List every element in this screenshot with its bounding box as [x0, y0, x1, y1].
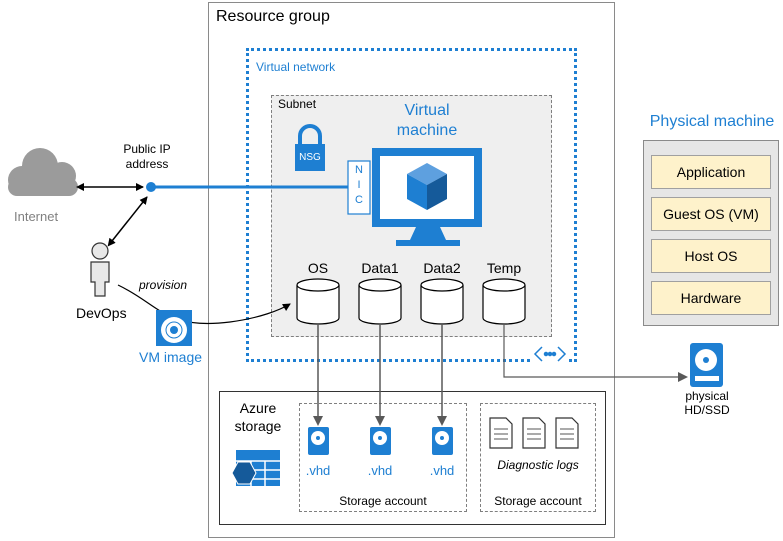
cube-icon: [407, 163, 447, 210]
nic-box: [347, 160, 371, 215]
physical-machine-title: Physical machine: [649, 113, 775, 130]
subnet-title: Subnet: [278, 97, 317, 111]
vnet-connector-icon: [532, 346, 568, 362]
layer-application: Application: [651, 155, 771, 189]
azure-storage-line2: storage: [234, 418, 282, 434]
layer-guest-os: Guest OS (VM): [651, 197, 771, 231]
diagnostic-logs-label: Diagnostic logs: [497, 458, 579, 472]
disk-label-os: OS: [307, 260, 329, 276]
physical-disk-line2: HD/SSD: [684, 403, 730, 417]
storage-account-label-2: Storage account: [494, 494, 582, 508]
vhd-icon: [432, 427, 453, 455]
internet-label: Internet: [14, 209, 59, 224]
person-icon: [90, 242, 110, 297]
nsg-label: NSG: [299, 152, 321, 163]
physical-disk-label: physical HD/SSD: [676, 389, 738, 417]
physical-disk-line1: physical: [685, 389, 729, 403]
disk-os-icon: [296, 278, 340, 325]
nic-label: NIC: [355, 164, 363, 206]
disk-label-data1: Data1: [361, 260, 399, 276]
lock-icon: [295, 124, 325, 171]
storage-table-icon: [231, 450, 280, 486]
storage-account-box: [299, 403, 467, 512]
devops-label: DevOps: [76, 305, 127, 321]
virtual-network-title: Virtual network: [256, 60, 336, 74]
disk-temp-icon: [482, 278, 526, 325]
azure-storage-label: Azure storage: [228, 399, 288, 435]
disk-label-temp: Temp: [486, 260, 522, 276]
vhd-icon: [308, 427, 329, 455]
vm-title-line2: machine: [396, 122, 458, 139]
azure-storage-line1: Azure: [239, 400, 277, 416]
layer-hardware: Hardware: [651, 281, 771, 315]
vm-title-line1: Virtual: [404, 102, 450, 119]
disk-data1-icon: [358, 278, 402, 325]
devops-ip-arrow: [107, 196, 148, 247]
vhd-label: .vhd: [367, 463, 393, 478]
virtual-network-box: [246, 48, 577, 362]
vm-image-icon: [156, 310, 192, 346]
document-icon: [489, 417, 579, 449]
vm-title: Virtual machine: [376, 101, 478, 141]
vhd-label: .vhd: [305, 463, 331, 478]
provision-arrow: [117, 284, 291, 325]
public-ip-line1: Public IP: [123, 142, 171, 156]
public-ip-label: Public IP address: [121, 142, 173, 172]
public-ip-line2: address: [125, 157, 169, 171]
resource-group-box: [208, 2, 615, 538]
provision-label: provision: [139, 278, 188, 292]
storage-account-label: Storage account: [339, 494, 427, 508]
disk-data2-icon: [420, 278, 464, 325]
resource-group-title: Resource group: [216, 8, 330, 25]
vhd-label: .vhd: [429, 463, 455, 478]
public-ip-dot: [146, 182, 156, 192]
azure-storage-box: [219, 391, 606, 525]
storage-account-box-2: [480, 403, 596, 512]
temp-disk-arrow: [503, 324, 688, 382]
vhd-icon: [370, 427, 391, 455]
physical-disk-icon: [690, 343, 723, 387]
vm-image-label: VM image: [139, 349, 203, 365]
layer-host-os: Host OS: [651, 239, 771, 273]
cloud-icon: [8, 148, 78, 196]
disk-label-data2: Data2: [423, 260, 461, 276]
